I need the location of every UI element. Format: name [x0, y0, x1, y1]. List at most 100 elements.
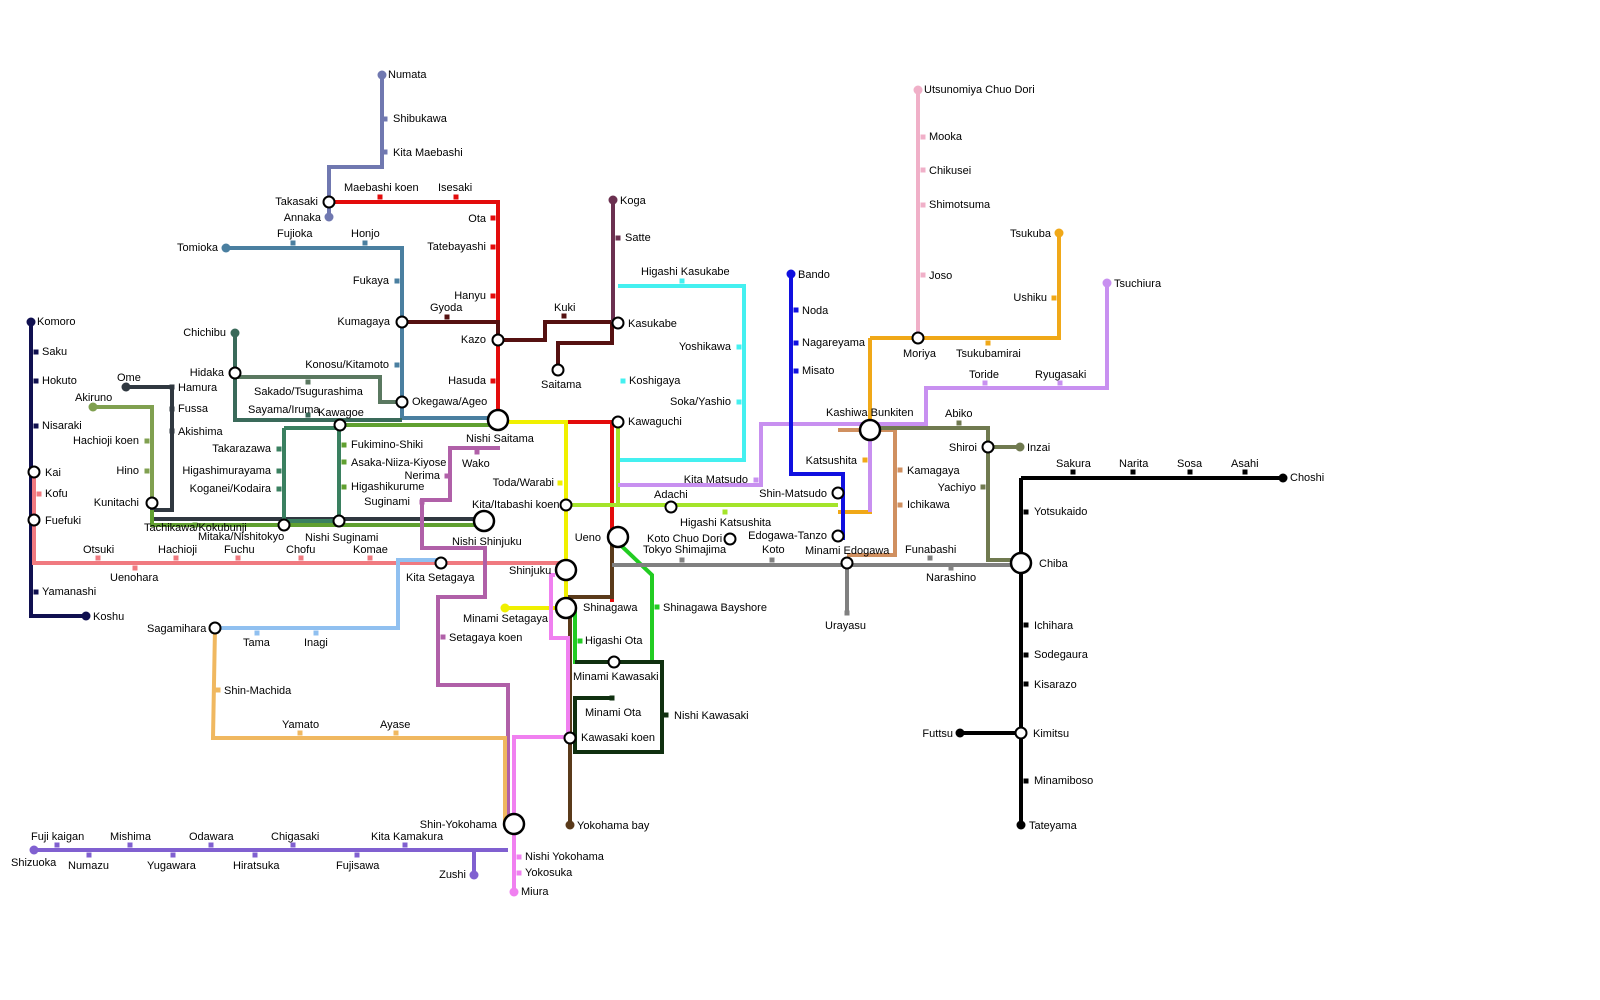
station-label-kisarazo[interactable]: Kisarazo: [1034, 679, 1077, 691]
station-dot-tsukuba[interactable]: [1054, 228, 1064, 238]
station-dot-futtsu[interactable]: [955, 728, 965, 738]
interchange-kumagaya[interactable]: [395, 315, 409, 329]
hub-shin-yokohama[interactable]: [502, 812, 526, 836]
station-label-shiroi[interactable]: Shiroi: [949, 442, 977, 454]
station-label-chofu[interactable]: Chofu: [286, 544, 315, 556]
station-label-shinagawa-bayshore[interactable]: Shinagawa Bayshore: [663, 602, 767, 614]
interchange-minami-edogawa[interactable]: [840, 556, 854, 570]
station-label-chichibu[interactable]: Chichibu: [183, 327, 226, 339]
station-label-urayasu[interactable]: Urayasu: [825, 620, 866, 632]
station-label-yachiyo[interactable]: Yachiyo: [938, 482, 976, 494]
interchange-kita-itabashi-koen[interactable]: [559, 498, 573, 512]
station-label-miura[interactable]: Miura: [521, 886, 549, 898]
interchange-kita-setagaya[interactable]: [434, 556, 448, 570]
station-label-narita[interactable]: Narita: [1119, 458, 1149, 470]
station-label-chikusei[interactable]: Chikusei: [929, 165, 971, 177]
station-label-komae[interactable]: Komae: [353, 544, 388, 556]
station-label-nisaraki[interactable]: Nisaraki: [42, 420, 82, 432]
station-label-kai[interactable]: Kai: [45, 467, 61, 479]
station-dot-shizuoka[interactable]: [29, 845, 39, 855]
station-label-okegawa-ageo[interactable]: Okegawa/Ageo: [412, 396, 487, 408]
station-dot-akiruno[interactable]: [88, 402, 98, 412]
interchange-kawagoe[interactable]: [333, 418, 347, 432]
station-label-tokyo-shimajima[interactable]: Tokyo Shimajima: [643, 544, 727, 556]
station-label-shin-machida[interactable]: Shin-Machida: [224, 685, 292, 697]
interchange-kunitachi[interactable]: [145, 496, 159, 510]
station-label-ryugasaki[interactable]: Ryugasaki: [1035, 369, 1086, 381]
station-label-wako[interactable]: Wako: [462, 458, 490, 470]
station-label-ota[interactable]: Ota: [468, 213, 487, 225]
station-label-hiratsuka[interactable]: Hiratsuka: [233, 860, 280, 872]
station-label-yokosuka[interactable]: Yokosuka: [525, 867, 573, 879]
station-label-setagaya-koen[interactable]: Setagaya koen: [449, 632, 522, 644]
station-label-hino[interactable]: Hino: [116, 465, 139, 477]
station-label-yoshikawa[interactable]: Yoshikawa: [679, 341, 732, 353]
station-label-kimitsu[interactable]: Kimitsu: [1033, 728, 1069, 740]
station-label-misato[interactable]: Misato: [802, 365, 834, 377]
station-label-shibukawa[interactable]: Shibukawa: [393, 113, 448, 125]
interchange-okegawa-ageo[interactable]: [395, 395, 409, 409]
station-label-mooka[interactable]: Mooka: [929, 131, 963, 143]
station-label-ushiku[interactable]: Ushiku: [1013, 292, 1047, 304]
station-label-funabashi[interactable]: Funabashi: [905, 544, 956, 556]
station-label-kawagoe[interactable]: Kawagoe: [318, 407, 364, 419]
station-label-minamiboso[interactable]: Minamiboso: [1034, 775, 1093, 787]
station-label-satte[interactable]: Satte: [625, 232, 651, 244]
station-label-nishi-kawasaki[interactable]: Nishi Kawasaki: [674, 710, 749, 722]
station-label-zushi[interactable]: Zushi: [439, 869, 466, 881]
station-label-hachioji[interactable]: Hachioji: [158, 544, 197, 556]
station-label-kawaguchi[interactable]: Kawaguchi: [628, 416, 682, 428]
station-label-ome[interactable]: Ome: [117, 372, 141, 384]
station-dot-koga[interactable]: [608, 195, 618, 205]
hub-ueno[interactable]: [606, 525, 630, 549]
interchange-kasukabe[interactable]: [611, 316, 625, 330]
station-label-sayama-iruma[interactable]: Sayama/Iruma: [248, 404, 320, 416]
hub-nishi-shinjuku[interactable]: [472, 509, 496, 533]
station-label-asaka-niiza-kiyose[interactable]: Asaka-Niiza-Kiyose: [351, 457, 446, 469]
station-label-katsushita[interactable]: Katsushita: [806, 455, 858, 467]
station-label-joso[interactable]: Joso: [929, 270, 952, 282]
station-label-yotsukaido[interactable]: Yotsukaido: [1034, 506, 1087, 518]
station-label-abiko[interactable]: Abiko: [945, 408, 973, 420]
station-label-ichihara[interactable]: Ichihara: [1034, 620, 1074, 632]
station-label-yokohama-bay[interactable]: Yokohama bay: [577, 820, 650, 832]
station-label-tsuchiura[interactable]: Tsuchiura: [1114, 278, 1162, 290]
station-label-sodegaura[interactable]: Sodegaura: [1034, 649, 1089, 661]
station-label-tatebayashi[interactable]: Tatebayashi: [427, 241, 486, 253]
station-label-minami-setagaya[interactable]: Minami Setagaya: [463, 613, 549, 625]
station-label-koga[interactable]: Koga: [620, 195, 647, 207]
station-label-komoro[interactable]: Komoro: [37, 316, 76, 328]
interchange-fuefuki[interactable]: [27, 513, 41, 527]
station-label-kita-setagaya[interactable]: Kita Setagaya: [406, 572, 475, 584]
station-label-takarazawa[interactable]: Takarazawa: [212, 443, 272, 455]
station-label-koshu[interactable]: Koshu: [93, 611, 124, 623]
station-label-annaka[interactable]: Annaka: [284, 212, 322, 224]
station-label-tomioka[interactable]: Tomioka: [177, 242, 219, 254]
hub-nishi-saitama[interactable]: [486, 408, 510, 432]
hub-shinagawa[interactable]: [554, 596, 578, 620]
station-label-sagamihara[interactable]: Sagamihara: [147, 623, 207, 635]
station-label-shin-matsudo[interactable]: Shin-Matsudo: [759, 488, 827, 500]
station-label-numazu[interactable]: Numazu: [68, 860, 109, 872]
station-label-utsunomiya-chuo-dori[interactable]: Utsunomiya Chuo Dori: [924, 84, 1035, 96]
station-label-akishima[interactable]: Akishima: [178, 426, 224, 438]
station-label-ueno[interactable]: Ueno: [575, 532, 601, 544]
station-label-fujioka[interactable]: Fujioka: [277, 228, 313, 240]
station-label-fujisawa[interactable]: Fujisawa: [336, 860, 380, 872]
station-label-suginami[interactable]: Suginami: [364, 496, 410, 508]
station-dot-tateyama[interactable]: [1016, 820, 1026, 830]
station-label-kashiwa-bunkiten[interactable]: Kashiwa Bunkiten: [826, 407, 913, 419]
station-dot-ome[interactable]: [121, 382, 131, 392]
station-label-koto[interactable]: Koto: [762, 544, 785, 556]
station-dot-minami-setagaya[interactable]: [500, 603, 510, 613]
station-label-yamanashi[interactable]: Yamanashi: [42, 586, 96, 598]
station-label-yamato[interactable]: Yamato: [282, 719, 319, 731]
station-label-hanyu[interactable]: Hanyu: [454, 290, 486, 302]
station-label-minami-kawasaki[interactable]: Minami Kawasaki: [573, 671, 659, 683]
station-label-yugawara[interactable]: Yugawara: [147, 860, 197, 872]
station-label-tachikawa-kokubunji[interactable]: Tachikawa/Kokubunji: [144, 522, 247, 534]
station-label-inagi[interactable]: Inagi: [304, 637, 328, 649]
station-label-choshi[interactable]: Choshi: [1290, 472, 1324, 484]
interchange-takasaki[interactable]: [322, 195, 336, 209]
interchange-sagamihara[interactable]: [208, 621, 222, 635]
